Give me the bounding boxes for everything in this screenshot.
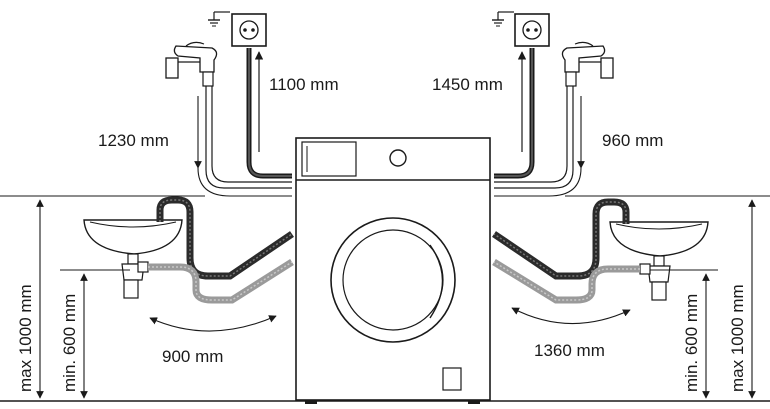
- inlet-hose-right: [494, 86, 585, 197]
- floor-lines: [0, 195, 770, 402]
- height-dimension-left: [36, 199, 130, 399]
- drain-hose-left-length: 900 mm: [162, 347, 223, 366]
- sink-icon: [609, 221, 709, 301]
- max-height-left-label: max 1000 mm: [16, 284, 35, 392]
- min-height-right-label: min. 600 mm: [682, 294, 701, 392]
- ground-icon: [208, 11, 230, 27]
- drain-hose-right-length: 1360 mm: [534, 341, 605, 360]
- socket-icon: [514, 13, 550, 47]
- drain-arc-left: [149, 315, 277, 332]
- power-cord-right-length: 1450 mm: [432, 75, 503, 94]
- power-cord-left: [246, 48, 292, 179]
- drain-hose-left-low: [148, 259, 294, 304]
- power-cord-right: [494, 48, 535, 179]
- tap-icon: [165, 41, 218, 87]
- socket-icon: [231, 13, 267, 47]
- drain-arc-right: [511, 307, 631, 325]
- drain-hose-right-high: [492, 198, 630, 280]
- height-dimension-right: [650, 199, 756, 399]
- inlet-hose-left-length: 1230 mm: [98, 131, 169, 150]
- washing-machine: [295, 137, 491, 404]
- inlet-hose-right-length: 960 mm: [602, 131, 663, 150]
- power-cord-left-length: 1100 mm: [269, 75, 339, 94]
- inlet-hose-left: [194, 86, 292, 197]
- tap-icon: [561, 41, 614, 87]
- ground-icon: [492, 11, 514, 27]
- sink-icon: [83, 219, 183, 299]
- max-height-right-label: max 1000 mm: [728, 284, 747, 392]
- min-height-left-label: min. 600 mm: [60, 294, 79, 392]
- drain-hose-right-low: [492, 259, 640, 304]
